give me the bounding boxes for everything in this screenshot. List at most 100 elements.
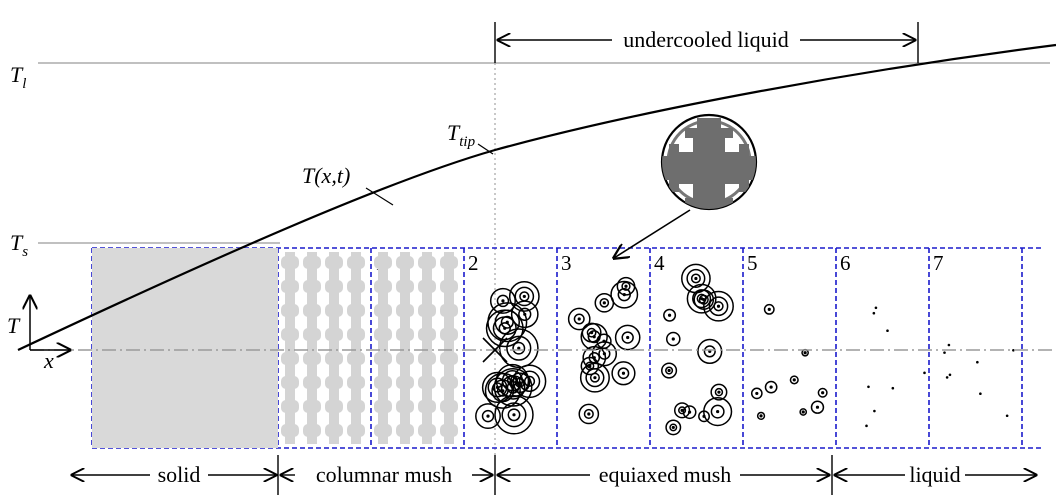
temperature-curve — [17, 43, 1056, 351]
nucleus — [867, 385, 870, 389]
grain — [763, 303, 775, 315]
grain — [789, 375, 799, 385]
region-label-solid: solid — [158, 462, 201, 487]
nucleus — [886, 329, 889, 333]
dendrite-grain-icon — [662, 118, 756, 209]
grain-inset — [614, 113, 758, 258]
grain — [580, 356, 600, 376]
grain — [498, 328, 539, 369]
grain — [610, 280, 639, 309]
columnar-dendrites — [281, 252, 458, 444]
dendrite-column — [325, 252, 343, 444]
dendrite-column — [374, 252, 392, 444]
grain — [489, 287, 516, 314]
cell-number: 2 — [468, 251, 479, 275]
grain — [591, 341, 618, 367]
dendrite-column — [303, 252, 321, 444]
solidus-label: Ts — [10, 230, 28, 260]
grain — [810, 400, 825, 414]
nucleus — [1005, 414, 1009, 418]
nucleus — [976, 360, 979, 364]
nucleus — [923, 371, 926, 375]
grain — [673, 402, 691, 419]
cell-number: 3 — [561, 251, 572, 275]
undercooled-dimension: undercooled liquid — [494, 22, 919, 63]
nucleus — [891, 386, 895, 390]
grain — [611, 361, 636, 386]
cell-number: 6 — [840, 251, 851, 275]
tip-label: Ttip — [447, 120, 476, 150]
region-label-liquid: liquid — [909, 462, 960, 487]
grain — [799, 408, 808, 416]
grain — [665, 419, 682, 436]
cell-7: 4 — [654, 251, 665, 275]
grain — [508, 281, 540, 312]
axis-t-label: T — [7, 313, 21, 338]
grain — [665, 331, 681, 347]
nucleus — [948, 373, 952, 377]
grain — [487, 302, 528, 343]
grain — [682, 405, 697, 420]
cell-number: 7 — [933, 251, 944, 275]
cell-grains-7 — [661, 263, 734, 436]
grain — [697, 338, 723, 365]
grain — [579, 362, 610, 393]
grain — [580, 323, 608, 351]
region-dimensions: solid columnar mush equiaxed mush liquid — [72, 455, 1036, 495]
axis-x-label: x — [43, 348, 54, 373]
grain — [756, 411, 766, 420]
grain — [764, 380, 778, 394]
equiaxed-grains — [475, 263, 1015, 436]
dendrite-column — [396, 252, 414, 444]
solid-fill — [92, 248, 185, 448]
nucleus — [979, 392, 982, 396]
nucleus — [872, 311, 876, 315]
liquidus-label: Tl — [10, 62, 26, 92]
cell-number: 4 — [654, 251, 665, 275]
nucleus — [943, 351, 946, 354]
cell-1 — [92, 248, 185, 448]
grain — [663, 308, 677, 322]
region-label-columnar: columnar mush — [316, 462, 452, 487]
cell-8: 5 — [747, 251, 758, 275]
control-volume-cells: 1234567 — [91, 247, 1042, 449]
tip-label-pointer — [477, 143, 494, 155]
nucleus — [873, 409, 876, 413]
nucleus — [945, 376, 949, 379]
tip-x-mark — [482, 337, 508, 363]
cell-number: 5 — [747, 251, 758, 275]
cell-10: 7 — [933, 251, 944, 275]
nucleus — [874, 306, 878, 310]
grain — [475, 403, 501, 430]
dendrite-column — [281, 252, 299, 444]
region-label-equiaxed: equiaxed mush — [599, 462, 732, 487]
grain — [703, 290, 734, 322]
cell-6: 3 — [561, 251, 572, 275]
cell-9: 6 — [840, 251, 851, 275]
cell-grains-5 — [475, 281, 547, 435]
nucleus — [865, 424, 868, 428]
grain — [686, 283, 717, 314]
cell-grains-6 — [567, 276, 641, 425]
grain — [493, 367, 533, 407]
grain — [710, 383, 728, 401]
cell-2 — [185, 248, 278, 448]
dendrite-column — [440, 252, 458, 444]
axes — [30, 296, 70, 350]
grain — [567, 307, 591, 331]
grain — [681, 263, 711, 294]
grain — [750, 387, 763, 400]
undercooled-label: undercooled liquid — [623, 27, 789, 52]
cell-grains-9 — [865, 306, 926, 428]
grain — [578, 403, 600, 425]
grain — [494, 395, 534, 435]
solid-fill — [185, 248, 278, 448]
grain — [661, 362, 678, 379]
grain — [614, 324, 641, 351]
dendrite-column — [418, 252, 436, 444]
grain — [703, 396, 733, 427]
cell-5: 2 — [468, 251, 479, 275]
dendrite-column — [347, 252, 365, 444]
